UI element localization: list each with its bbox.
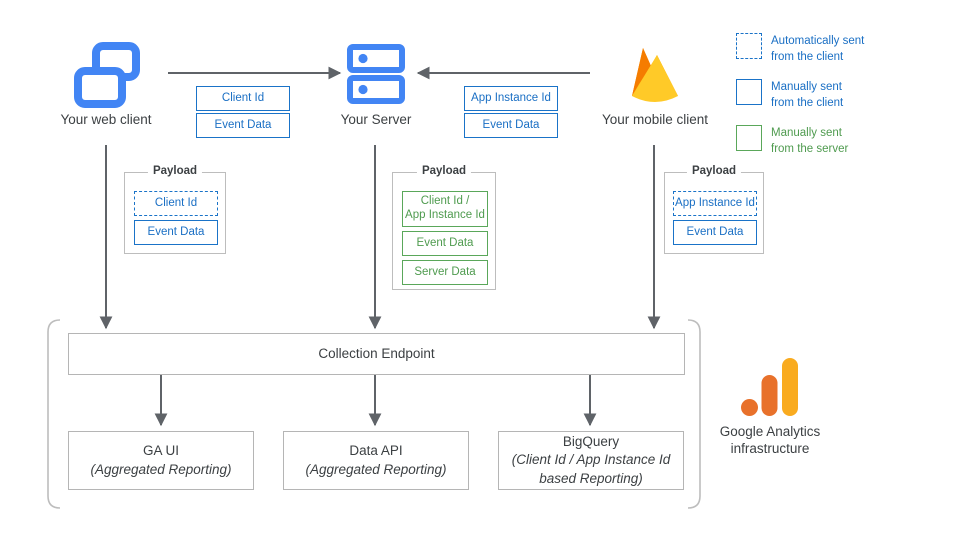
payload-web-item-event-data: Event Data (134, 220, 218, 245)
google-analytics-logo-icon (741, 358, 799, 420)
legend-item-manual-client: Manually sent from the client (736, 79, 952, 111)
google-analytics-infrastructure-label: Google Analytics infrastructure (719, 424, 821, 456)
payload-web-item-client-id: Client Id (134, 191, 218, 216)
output-ga-ui-title: GA UI (142, 443, 179, 459)
legend-label-manual-client: Manually sent from the client (771, 81, 844, 109)
web-client-icon (72, 40, 142, 110)
mobile-client-icon (620, 40, 690, 110)
transit-chip-client-id: Client Id (196, 86, 290, 111)
transit-chip-event-data: Event Data (196, 113, 290, 138)
payload-mobile-title: Payload (686, 165, 742, 177)
legend-label-auto-client: Automatically sent from the client (771, 35, 865, 63)
output-box-bigquery[interactable]: BigQuery (Client Id / App Instance Id ba… (498, 431, 684, 490)
legend-swatch-solid-green-icon (736, 125, 762, 152)
payload-server-item-ids: Client Id / App Instance Id (402, 191, 488, 227)
infrastructure-bracket-left (47, 319, 61, 509)
payload-server: Payload Client Id / App Instance Id Even… (392, 165, 496, 290)
legend: Automatically sent from the client Manua… (736, 33, 952, 157)
collection-endpoint-box[interactable]: Collection Endpoint (68, 333, 685, 375)
payload-server-item-server-data: Server Data (402, 260, 488, 285)
transit-chip-app-instance-id: App Instance Id (464, 86, 558, 111)
payload-web: Payload Client Id Event Data (124, 165, 226, 254)
payload-mobile-item-app-instance-id: App Instance Id (673, 191, 757, 216)
mobile-client-label: Your mobile client (601, 112, 709, 127)
output-data-api-subtitle: (Aggregated Reporting) (305, 461, 447, 477)
payload-server-title: Payload (416, 165, 472, 177)
transit-chip-event-data-mobile: Event Data (464, 113, 558, 138)
legend-swatch-solid-blue-icon (736, 79, 762, 106)
infrastructure-bracket-right (687, 319, 701, 509)
server-label: Your Server (340, 112, 412, 127)
output-bigquery-title: BigQuery (562, 434, 620, 450)
collection-endpoint-label: Collection Endpoint (318, 345, 435, 361)
output-data-api-title: Data API (349, 443, 403, 459)
legend-item-manual-server: Manually sent from the server (736, 125, 952, 157)
output-box-data-api[interactable]: Data API (Aggregated Reporting) (283, 431, 469, 490)
web-client-label: Your web client (60, 112, 152, 127)
server-icon (347, 44, 405, 106)
legend-swatch-dashed-blue-icon (736, 33, 762, 59)
payload-server-item-event-data: Event Data (402, 231, 488, 256)
legend-label-manual-server: Manually sent from the server (771, 127, 849, 155)
payload-mobile-item-event-data: Event Data (673, 220, 757, 245)
payload-web-title: Payload (147, 165, 203, 177)
output-bigquery-subtitle: (Client Id / App Instance Id based Repor… (511, 452, 671, 486)
payload-mobile: Payload App Instance Id Event Data (664, 165, 764, 254)
legend-item-auto-client: Automatically sent from the client (736, 33, 952, 65)
output-ga-ui-subtitle: (Aggregated Reporting) (90, 461, 232, 477)
output-box-ga-ui[interactable]: GA UI (Aggregated Reporting) (68, 431, 254, 490)
